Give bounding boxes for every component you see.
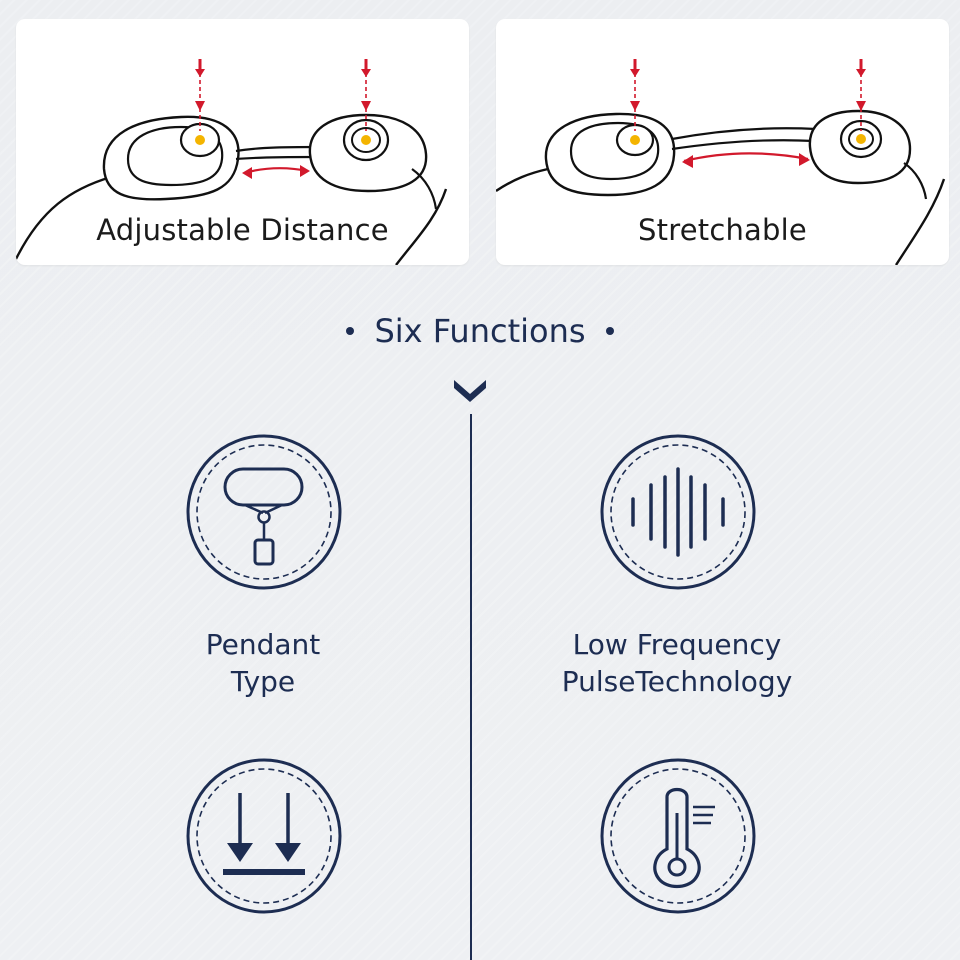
adjustable-distance-card: Adjustable Distance: [16, 19, 469, 265]
chevron-down-icon: [454, 380, 486, 402]
bullet-dot-right: [605, 327, 614, 335]
feature-label-line2: Type: [230, 665, 296, 698]
feature-label-line2: PulseTechnology: [561, 665, 793, 698]
down-arrows-icon: [186, 758, 342, 914]
feature-label: Pendant Type: [103, 626, 423, 700]
massage-pads-stretched-illustration: [496, 59, 946, 265]
feature-label-line1: Low Frequency: [572, 628, 782, 661]
massage-pads-illustration: [16, 59, 448, 265]
card-label-adjustable-distance: Adjustable Distance: [96, 213, 389, 247]
stretchable-card: Stretchable: [496, 19, 949, 265]
bullet-dot-left: [346, 327, 355, 335]
thermometer-icon: [600, 758, 756, 914]
section-title-text: Six Functions: [374, 312, 586, 350]
card-label-stretchable: Stretchable: [638, 213, 807, 247]
feature-label: Low Frequency PulseTechnology: [517, 626, 837, 700]
sound-wave-icon: [600, 434, 756, 590]
center-divider: [470, 414, 472, 960]
section-title: Six Functions: [0, 312, 960, 350]
pendant-icon: [186, 434, 342, 590]
feature-label-line1: Pendant: [205, 628, 321, 661]
